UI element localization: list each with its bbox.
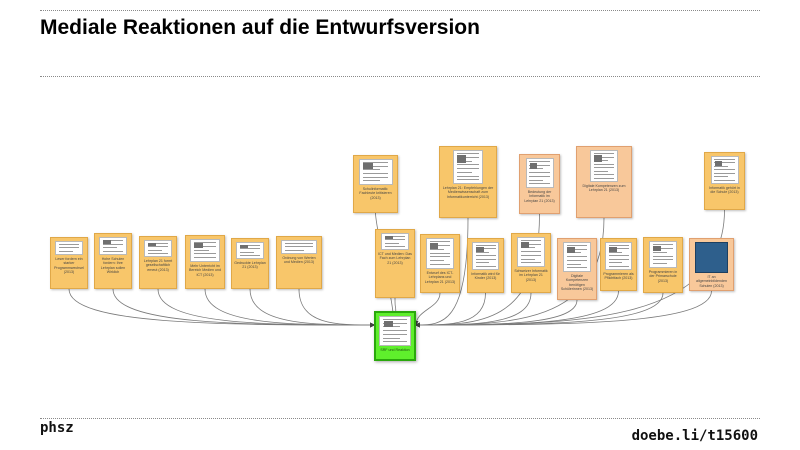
node-label: Mehr Unterricht im Bereich Medien und IC… bbox=[189, 264, 221, 277]
media-node[interactable]: Programmieren in der Primarschule (2013) bbox=[643, 237, 683, 293]
reference-link[interactable]: doebe.li/t15600 bbox=[631, 428, 758, 444]
document-thumbnail bbox=[426, 238, 454, 269]
document-thumbnail bbox=[144, 240, 172, 257]
top-rule bbox=[40, 10, 760, 11]
document-thumbnail bbox=[453, 150, 483, 184]
media-node[interactable]: Lehrplan 21: Empfehlungen der Medienwiss… bbox=[439, 146, 497, 218]
media-node[interactable]: Gedruckte Lehrplan 21 (2013) bbox=[231, 238, 269, 289]
center-node[interactable]: SRF und Reaktion bbox=[374, 311, 416, 361]
media-node[interactable]: Hohe Schulen fordern: Ihre Lehrplan soll… bbox=[94, 233, 132, 289]
media-node[interactable]: Informatik wird für Kinder (2013) bbox=[467, 238, 504, 293]
edge-n19 bbox=[415, 290, 712, 328]
media-node[interactable]: Mehr Unterricht im Bereich Medien und IC… bbox=[185, 235, 225, 289]
media-node[interactable]: Leser fordern ein starker Programmwechse… bbox=[50, 237, 88, 289]
media-node[interactable]: Digitale Kompetenzen zum Lehrplan 21 (20… bbox=[576, 146, 632, 218]
document-thumbnail bbox=[99, 237, 127, 255]
node-label: Informatik wird für Kinder (2013) bbox=[471, 272, 500, 281]
document-thumbnail bbox=[590, 150, 618, 182]
node-label: SRF und Reaktion bbox=[380, 348, 410, 352]
media-node[interactable]: Digitale Kompetenzen benötigen Schülerin… bbox=[557, 238, 597, 300]
brand-label: phsz bbox=[40, 420, 74, 436]
media-node[interactable]: IT an allgemeinbildenden Schulen (2013) bbox=[689, 238, 734, 291]
node-label: Programmieren in der Primarschule (2013) bbox=[648, 270, 678, 283]
media-node[interactable]: Lehrplan 21 formt gesellschaftlich erneu… bbox=[139, 236, 177, 289]
document-thumbnail bbox=[695, 242, 728, 273]
document-thumbnail bbox=[472, 242, 499, 270]
node-label: ICT und Medien: Das Fach zum Lehrplan 21… bbox=[378, 252, 412, 265]
node-label: Digitale Kompetenzen zum Lehrplan 21 (20… bbox=[582, 184, 626, 193]
document-thumbnail bbox=[190, 239, 220, 262]
media-node[interactable]: Ordnung von Werten und Medien (2013) bbox=[276, 236, 322, 289]
document-thumbnail bbox=[563, 242, 591, 272]
node-label: Entwurf des ICT-Lehrplans und Lehrplan 2… bbox=[424, 271, 456, 284]
edge-n6 bbox=[298, 288, 375, 328]
node-label: Digitale Kompetenzen benötigen Schülerin… bbox=[560, 274, 594, 291]
media-node[interactable]: Informatik gehört in die Schule (2013) bbox=[704, 152, 745, 210]
media-node[interactable]: Schweizer Informatik im Lehrplan 21 (201… bbox=[511, 233, 551, 293]
node-label: Schweizer Informatik im Lehrplan 21 (201… bbox=[514, 269, 548, 282]
media-node[interactable]: Entwurf des ICT-Lehrplans und Lehrplan 2… bbox=[420, 234, 460, 293]
media-node[interactable]: Schulinformatik: Fachleute kritisieren (… bbox=[353, 155, 398, 213]
document-thumbnail bbox=[710, 156, 739, 184]
media-node[interactable]: Programmieren als Pflichtfach (2013) bbox=[600, 238, 637, 291]
document-thumbnail bbox=[525, 158, 554, 188]
document-thumbnail bbox=[281, 240, 317, 254]
node-label: Ordnung von Werten und Medien (2013) bbox=[282, 256, 316, 265]
document-thumbnail bbox=[55, 241, 83, 255]
bottom-rule bbox=[40, 418, 760, 419]
document-thumbnail bbox=[236, 242, 264, 259]
node-label: Gedruckte Lehrplan 21 (2013) bbox=[234, 261, 266, 270]
document-thumbnail bbox=[605, 242, 632, 270]
node-label: Lehrplan 21 formt gesellschaftlich erneu… bbox=[143, 259, 173, 272]
node-label: Hohe Schulen fordern: Ihre Lehrplan soll… bbox=[100, 257, 126, 274]
node-label: IT an allgemeinbildenden Schulen (2013) bbox=[696, 275, 727, 288]
document-thumbnail bbox=[379, 316, 411, 346]
media-node[interactable]: Bedeutung der Informatik im Lehrplan 21 … bbox=[519, 154, 560, 214]
document-thumbnail bbox=[517, 237, 545, 267]
node-label: Informatik gehört in die Schule (2013) bbox=[709, 186, 740, 195]
node-label: Bedeutung der Informatik im Lehrplan 21 … bbox=[524, 190, 555, 203]
node-label: Lehrplan 21: Empfehlungen der Medienwiss… bbox=[442, 186, 494, 199]
document-thumbnail bbox=[649, 241, 677, 268]
edge-n13 bbox=[413, 292, 441, 326]
node-label: Programmieren als Pflichtfach (2013) bbox=[603, 272, 634, 281]
document-thumbnail bbox=[358, 159, 393, 185]
media-node[interactable]: ICT und Medien: Das Fach zum Lehrplan 21… bbox=[375, 229, 415, 298]
title-rule bbox=[40, 76, 760, 77]
slide-title: Mediale Reaktionen auf die Entwurfsversi… bbox=[40, 16, 480, 39]
document-thumbnail bbox=[381, 233, 409, 250]
node-label: Schulinformatik: Fachleute kritisieren (… bbox=[359, 187, 392, 200]
node-label: Leser fordern ein starker Programmwechse… bbox=[54, 257, 84, 274]
